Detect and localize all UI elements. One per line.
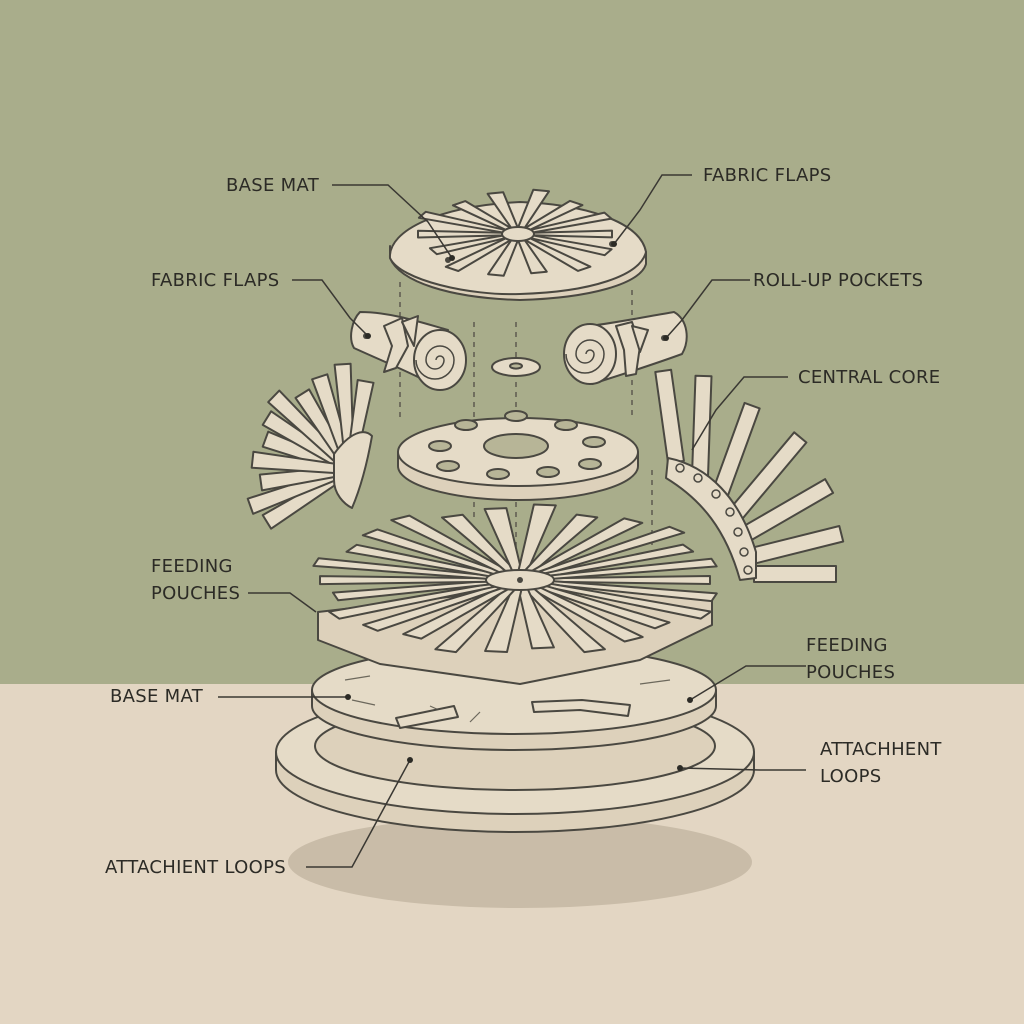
label-attachment-loops-right-line1: ATTACHHENT (820, 739, 942, 760)
top-fabric-flap (531, 229, 613, 239)
small-washer (491, 357, 541, 377)
label-feeding-pouches-left: FEEDING POUCHES (151, 553, 240, 607)
label-fabric-flaps-left: FABRIC FLAPS (151, 270, 280, 291)
attachment-strip (753, 565, 837, 583)
label-base-mat-top: BASE MAT (226, 175, 320, 196)
label-roll-up-pockets: ROLL-UP POCKETS (753, 270, 924, 291)
fabric-flaps-left (246, 362, 375, 530)
label-feeding-pouches-right-line1: FEEDING (806, 635, 888, 656)
leader-lines (218, 174, 806, 868)
label-feeding-pouches-right-line2: POUCHES (806, 662, 896, 683)
attachment-strips-right (654, 368, 845, 583)
label-feeding-pouches-left-line2: POUCHES (151, 583, 241, 604)
label-feeding-pouches-right: FEEDING POUCHES (806, 632, 895, 686)
roll-up-pocket-right (563, 311, 688, 385)
label-feeding-pouches-left-line1: FEEDING (151, 556, 233, 577)
central-core-disc (397, 410, 639, 501)
roll-up-pocket-left (350, 311, 467, 391)
label-central-core: CENTRAL CORE (798, 367, 941, 388)
attachment-strip (654, 368, 685, 465)
top-fabric-flap (417, 229, 505, 239)
label-fabric-flaps-top: FABRIC FLAPS (703, 165, 832, 186)
attachment-strip (691, 374, 713, 478)
label-base-mat-bottom: BASE MAT (110, 686, 204, 707)
floor-shadow (288, 816, 752, 908)
label-attachment-loops-right: ATTACHHENT LOOPS (820, 736, 942, 790)
leader-dots (345, 241, 693, 771)
base-mat-top (388, 188, 647, 301)
label-attachment-loops-right-line2: LOOPS (820, 766, 882, 787)
feeding-pouches-fan (312, 503, 718, 685)
label-attachment-loops-bottom: ATTACHIENT LOOPS (105, 857, 286, 878)
